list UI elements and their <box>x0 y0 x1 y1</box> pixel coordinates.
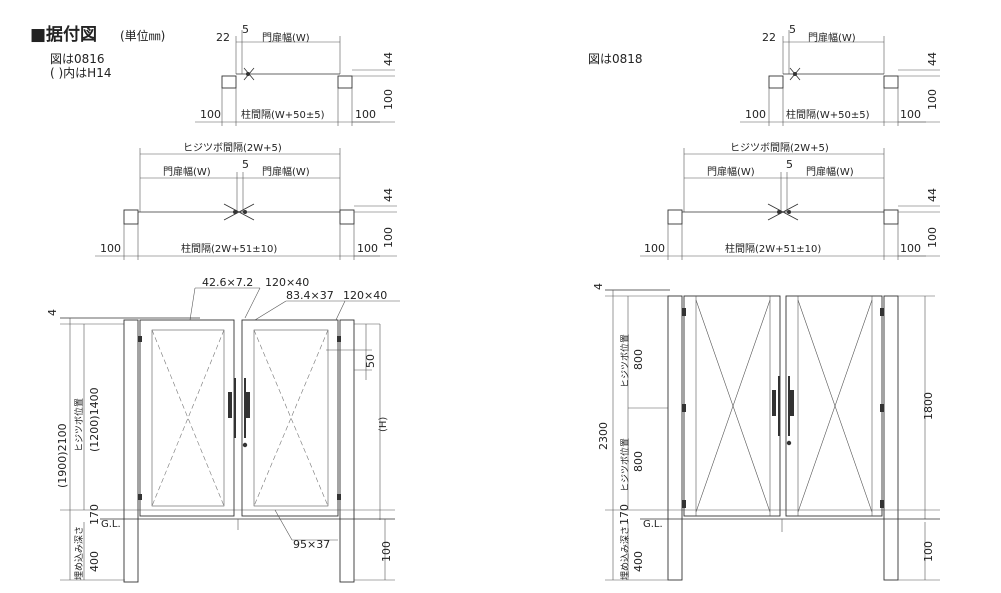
l-s-d22: 22 <box>216 31 230 44</box>
left-elevation: 42.6×7.2 120×40 83.4×37 120×40 4 (1900)2… <box>46 276 400 583</box>
l-e-d50: 50 <box>364 354 377 368</box>
r-s-post-spacing: 柱間隔(W+50±5) <box>786 108 870 121</box>
l-e-d100: 100 <box>380 541 393 562</box>
l-s-d100-left: 100 <box>200 108 221 121</box>
l-e-gl: G.L. <box>101 519 121 530</box>
drawing-title: ■据付図 <box>30 24 97 45</box>
l-s-d5: 5 <box>242 23 249 36</box>
l-e-rail: 120×40 <box>265 276 309 289</box>
left-double-plan: ヒジツボ間隔(2W+5) 5 門扉幅(W) 門扉幅(W) 44 100 100 … <box>95 142 397 260</box>
r-e-d100: 100 <box>922 541 935 562</box>
l-e-d4: 4 <box>46 309 59 316</box>
l-d-hinge-spacing: ヒジツボ間隔(2W+5) <box>183 142 282 154</box>
l-d-d100-right: 100 <box>382 227 395 248</box>
r-e-d170: 170 <box>618 504 631 525</box>
unit-label: (単位㎜) <box>120 28 165 43</box>
l-e-stile: 83.4×37 <box>286 289 334 302</box>
r-e-hinge-val2: 800 <box>632 451 645 472</box>
r-s-door-width: 門扉幅(W) <box>808 31 856 44</box>
l-d-door-width-l: 門扉幅(W) <box>163 165 211 178</box>
l-d-d44: 44 <box>382 188 395 202</box>
r-e-hinge-val1: 800 <box>632 349 645 370</box>
l-s-d44: 44 <box>382 52 395 66</box>
r-e-d400: 400 <box>632 551 645 572</box>
r-d-d5: 5 <box>786 158 793 171</box>
l-d-post-spacing: 柱間隔(2W+51±10) <box>181 242 277 255</box>
l-s-door-width: 門扉幅(W) <box>262 31 310 44</box>
left-note-label: ( )内はH14 <box>50 66 111 80</box>
l-s-d100-right: 100 <box>382 89 395 110</box>
r-s-d22: 22 <box>762 31 776 44</box>
l-d-d100-bottom: 100 <box>357 242 378 255</box>
l-e-hinge-pos: ヒジツボ位置 <box>73 398 85 452</box>
l-e-h: (H) <box>378 417 389 432</box>
r-e-total: 2300 <box>597 422 610 450</box>
r-d-door-width-r: 門扉幅(W) <box>806 165 854 178</box>
l-e-hinge-val: (1200)1400 <box>88 387 101 452</box>
l-e-post: 120×40 <box>343 289 387 302</box>
l-e-embed: 埋め込み深さ <box>74 526 85 580</box>
r-e-d1800: 1800 <box>922 392 935 420</box>
right-elevation: 4 2300 ヒジツボ位置 800 ヒジツボ位置 800 1800 <box>592 283 940 581</box>
r-d-d100-right: 100 <box>926 227 939 248</box>
r-e-d4: 4 <box>592 283 605 290</box>
l-e-d400: 400 <box>88 551 101 572</box>
r-d-d100-bottom: 100 <box>900 242 921 255</box>
l-s-d100-bottom: 100 <box>355 108 376 121</box>
r-e-embed: 埋め込み深さ <box>620 526 631 580</box>
r-e-hinge-pos2: ヒジツボ位置 <box>619 438 631 492</box>
l-e-bottom-rail: 95×37 <box>293 538 330 551</box>
right-double-plan: ヒジツボ間隔(2W+5) 5 門扉幅(W) 門扉幅(W) 44 100 100 … <box>640 142 940 260</box>
l-e-total: (1900)2100 <box>56 423 69 488</box>
left-model-label: 図は0816 <box>50 52 105 66</box>
r-d-d100-left: 100 <box>644 242 665 255</box>
right-model-label: 図は0818 <box>588 52 643 66</box>
l-d-d100-left: 100 <box>100 242 121 255</box>
l-d-door-width-r: 門扉幅(W) <box>262 165 310 178</box>
r-d-door-width-l: 門扉幅(W) <box>707 165 755 178</box>
r-e-gl: G.L. <box>643 519 663 530</box>
r-s-d44: 44 <box>926 52 939 66</box>
r-d-hinge-spacing: ヒジツボ間隔(2W+5) <box>730 142 829 154</box>
r-s-d100-left: 100 <box>745 108 766 121</box>
r-s-d100-bottom: 100 <box>900 108 921 121</box>
r-s-d100-right: 100 <box>926 89 939 110</box>
r-d-d44: 44 <box>926 188 939 202</box>
l-s-post-spacing: 柱間隔(W+50±5) <box>241 108 325 121</box>
l-e-d170: 170 <box>88 504 101 525</box>
l-e-frame: 42.6×7.2 <box>202 276 253 289</box>
r-e-hinge-pos1: ヒジツボ位置 <box>619 334 631 388</box>
r-s-d5: 5 <box>789 23 796 36</box>
left-single-plan: 22 5 門扉幅(W) 44 100 100 柱間隔(W+50±5) 100 <box>195 23 395 126</box>
l-d-d5: 5 <box>242 158 249 171</box>
r-d-post-spacing: 柱間隔(2W+51±10) <box>725 242 821 255</box>
right-single-plan: 22 5 門扉幅(W) 44 100 100 柱間隔(W+50±5) 100 <box>740 23 940 126</box>
